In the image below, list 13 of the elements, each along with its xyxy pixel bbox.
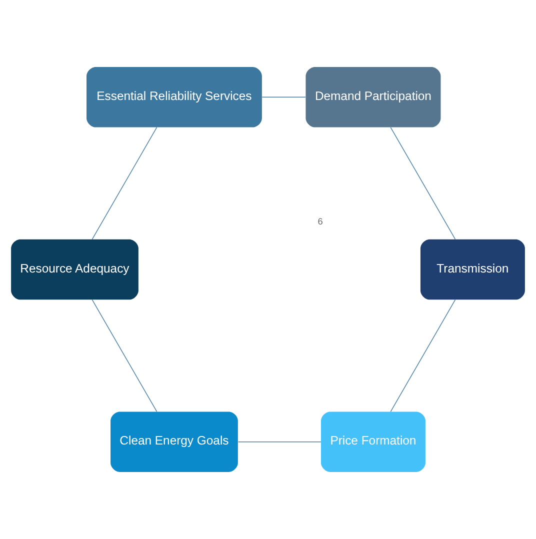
node-box: Demand Participation <box>306 67 441 128</box>
connector <box>92 299 158 412</box>
node-box: Price Formation <box>320 412 426 472</box>
node-box: Clean Energy Goals <box>110 412 238 472</box>
connector <box>92 126 158 240</box>
label: 6 <box>318 216 323 227</box>
node-box: Transmission <box>420 239 525 300</box>
connector <box>390 127 456 240</box>
connector <box>390 299 456 412</box>
connector <box>262 96 306 98</box>
node-box: Resource Adequacy <box>11 239 138 300</box>
connector <box>238 441 322 442</box>
node-box: Essential Reliability Services <box>86 67 262 128</box>
